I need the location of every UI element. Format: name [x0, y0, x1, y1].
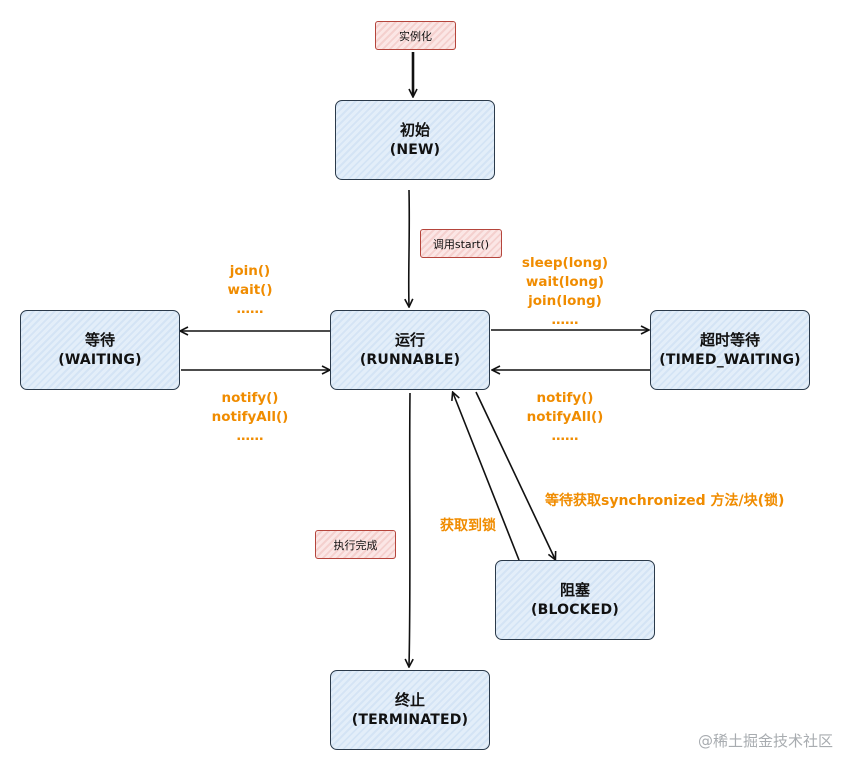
- state-waiting: 等待 (WAITING): [20, 310, 180, 390]
- state-timed-waiting-en: (TIMED_WAITING): [659, 352, 801, 368]
- arrow-runnable-to-terminated: [409, 392, 410, 666]
- state-runnable: 运行 (RUNNABLE): [330, 310, 490, 390]
- state-blocked-cn: 阻塞: [559, 581, 590, 599]
- label-line: ……: [236, 428, 264, 444]
- label-line: notifyAll(): [211, 409, 289, 425]
- label-line: ……: [551, 428, 579, 444]
- state-new: 初始 (NEW): [335, 100, 495, 180]
- watermark: @稀土掘金技术社区: [697, 732, 833, 750]
- state-blocked: 阻塞 (BLOCKED): [495, 560, 655, 640]
- label-line: notifyAll(): [526, 409, 604, 425]
- label-line: join(): [229, 263, 271, 279]
- state-terminated-cn: 终止: [394, 691, 425, 709]
- state-terminated-en: (TERMINATED): [351, 712, 469, 728]
- state-new-en: (NEW): [389, 142, 441, 158]
- state-waiting-en: (WAITING): [58, 352, 142, 368]
- label-line: join(long): [528, 293, 602, 309]
- label-line: sleep(long): [521, 255, 609, 271]
- arrow-runnable-to-blocked: [475, 391, 555, 559]
- state-new-cn: 初始: [399, 121, 430, 139]
- state-runnable-en: (RUNNABLE): [359, 352, 461, 368]
- state-blocked-en: (BLOCKED): [531, 602, 619, 618]
- state-timed-waiting: 超时等待 (TIMED_WAITING): [650, 310, 810, 390]
- label-from-timed-waiting: notify() notifyAll() ……: [515, 389, 615, 446]
- label-to-blocked: 等待获取synchronized 方法/块(锁): [545, 493, 785, 509]
- label-line: notify(): [221, 390, 279, 406]
- label-line: notify(): [536, 390, 594, 406]
- label-from-blocked: 获取到锁: [440, 518, 496, 534]
- state-waiting-cn: 等待: [84, 331, 115, 349]
- tag-instantiate: 实例化: [375, 21, 456, 50]
- state-runnable-cn: 运行: [394, 331, 425, 349]
- label-from-waiting: notify() notifyAll() ……: [200, 389, 300, 446]
- state-terminated: 终止 (TERMINATED): [330, 670, 490, 750]
- arrow-blocked-to-runnable: [453, 393, 520, 561]
- state-timed-waiting-cn: 超时等待: [699, 331, 760, 349]
- label-to-waiting: join() wait() ……: [200, 262, 300, 319]
- tag-finished: 执行完成: [315, 530, 396, 559]
- label-line: wait(long): [525, 274, 605, 290]
- label-line: ……: [551, 312, 579, 328]
- label-to-timed-waiting: sleep(long) wait(long) join(long) ……: [515, 254, 615, 330]
- label-line: wait(): [227, 282, 273, 298]
- arrow-new-to-runnable: [409, 189, 410, 306]
- label-line: ……: [236, 301, 264, 317]
- tag-call-start: 调用start(): [420, 229, 502, 258]
